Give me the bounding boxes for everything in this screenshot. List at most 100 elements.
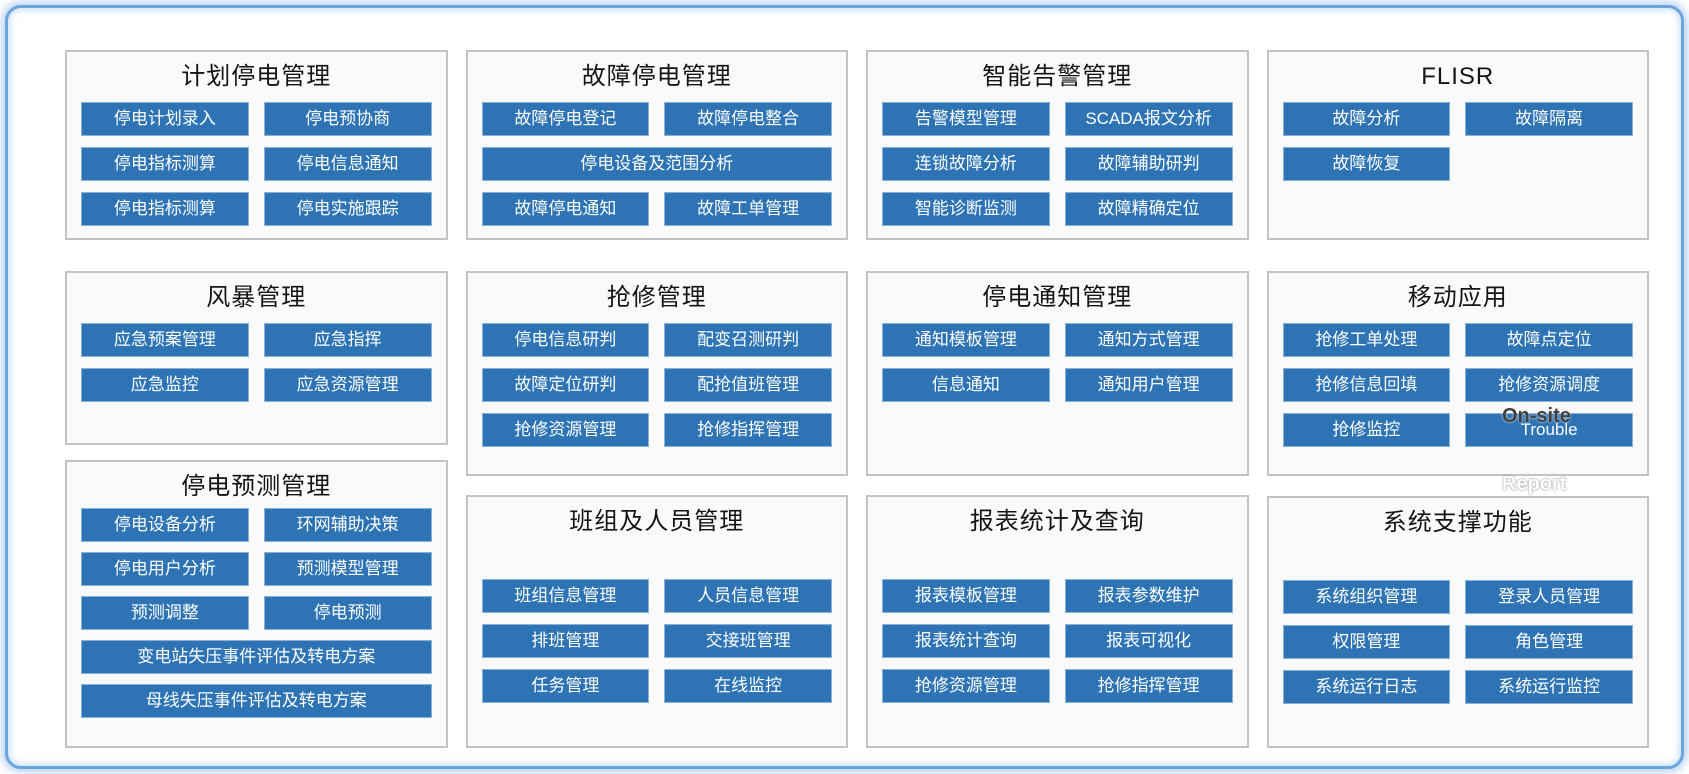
panel-smart-alarm-mgmt: 智能告警管理告警模型管理 SCADA报文分析连锁故障分析故障辅助研判智能诊断监测故…	[866, 50, 1249, 240]
panel-title-team-personnel-mgmt: 班组及人员管理	[569, 508, 745, 535]
module-button[interactable]: 在线监控	[664, 669, 832, 703]
panel-repair-mgmt: 抢修管理停电信息研判配变召测研判故障定位研判配抢值班管理抢修资源管理抢修指挥管理	[465, 271, 848, 476]
module-button[interactable]: 停电设备分析	[81, 508, 249, 542]
module-button[interactable]: 环网辅助决策	[263, 508, 432, 542]
module-button[interactable]: 系统运行监控	[1465, 670, 1633, 704]
panel-fault-outage-mgmt: 故障停电管理故障停电登记故障停电整合停电设备及范围分析故障停电通知故障工单管理	[465, 50, 848, 240]
panel-storm-mgmt: 风暴管理应急预案管理应急指挥应急监控应急资源管理	[65, 271, 448, 445]
module-button[interactable]: 应急资源管理	[263, 368, 432, 402]
module-button[interactable]: 故障辅助研判	[1064, 147, 1233, 181]
panel-title-planned-outage-mgmt: 计划停电管理	[181, 63, 332, 90]
module-button[interactable]: 抢修资源管理	[882, 669, 1050, 703]
module-button[interactable]: 应急预案管理	[81, 323, 249, 357]
module-button[interactable]: 告警模型管理	[882, 102, 1050, 136]
module-button[interactable]: 停电指标测算	[81, 192, 249, 226]
module-button[interactable]: 故障精确定位	[1064, 192, 1233, 226]
panel-title-system-support: 系统支撑功能	[1382, 509, 1533, 536]
overlay-text-report: Report	[1502, 473, 1567, 495]
overlay-text-on-site: On-site	[1502, 405, 1571, 427]
module-button-group: 通知模板管理通知方式管理信息通知通知用户管理	[882, 323, 1233, 402]
module-button[interactable]: 信息通知	[882, 368, 1050, 402]
panel-system-support: 系统支撑功能系统组织管理登录人员管理权限管理角色管理系统运行日志系统运行监控	[1266, 496, 1649, 748]
module-button[interactable]: 系统组织管理	[1282, 580, 1451, 614]
module-button[interactable]: 通知模板管理	[882, 323, 1050, 357]
module-button[interactable]: 停电计划录入	[81, 102, 249, 136]
module-button[interactable]: 抢修指挥管理	[1064, 669, 1233, 703]
module-button[interactable]: 任务管理	[481, 669, 650, 703]
module-button[interactable]: 班组信息管理	[481, 579, 650, 613]
panel-column-1: 计划停电管理停电计划录入停电预协商停电指标测算停电信息通知停电指标测算停电实施跟…	[65, 50, 448, 748]
module-button[interactable]: 通知方式管理	[1064, 323, 1233, 357]
module-button[interactable]: 应急指挥	[263, 323, 432, 357]
module-button[interactable]: 母线失压事件评估及转电方案	[81, 684, 432, 718]
module-button[interactable]: Trouble	[1465, 413, 1633, 447]
module-button[interactable]: 停电实施跟踪	[263, 192, 432, 226]
module-button[interactable]: 故障点定位	[1465, 323, 1633, 357]
module-button[interactable]: 排班管理	[481, 624, 650, 658]
module-button[interactable]: 抢修监控	[1282, 413, 1451, 447]
module-button[interactable]: 系统运行日志	[1282, 670, 1451, 704]
module-button[interactable]: 报表模板管理	[882, 579, 1050, 613]
module-button[interactable]: 故障工单管理	[664, 192, 832, 226]
module-button-group: 抢修工单处理故障点定位抢修信息回填抢修资源调度抢修监控 Trouble	[1282, 323, 1633, 447]
module-button[interactable]: 抢修工单处理	[1282, 323, 1451, 357]
module-button[interactable]: 故障隔离	[1465, 102, 1633, 136]
module-button-group: 应急预案管理应急指挥应急监控应急资源管理	[81, 323, 432, 402]
module-button-group: 故障停电登记故障停电整合停电设备及范围分析故障停电通知故障工单管理	[481, 102, 832, 226]
module-button[interactable]: 预测调整	[81, 596, 249, 630]
panel-column-3: 智能告警管理告警模型管理 SCADA报文分析连锁故障分析故障辅助研判智能诊断监测故…	[866, 50, 1249, 748]
module-button[interactable]: 变电站失压事件评估及转电方案	[81, 640, 432, 674]
module-button[interactable]: 停电预协商	[263, 102, 432, 136]
module-button-group: 停电信息研判配变召测研判故障定位研判配抢值班管理抢修资源管理抢修指挥管理	[481, 323, 832, 447]
module-button[interactable]: 停电信息研判	[481, 323, 650, 357]
module-button-group: 系统组织管理登录人员管理权限管理角色管理系统运行日志系统运行监控	[1282, 580, 1633, 704]
module-button-group: 报表模板管理报表参数维护报表统计查询报表可视化抢修资源管理抢修指挥管理	[882, 579, 1233, 703]
module-button[interactable]: 故障停电整合	[664, 102, 832, 136]
module-button[interactable]: 登录人员管理	[1465, 580, 1633, 614]
module-button[interactable]: 故障恢复	[1282, 147, 1451, 181]
module-button[interactable]: 抢修指挥管理	[664, 413, 832, 447]
module-button[interactable]: 故障停电通知	[481, 192, 650, 226]
module-button[interactable]: 通知用户管理	[1064, 368, 1233, 402]
panel-team-personnel-mgmt: 班组及人员管理班组信息管理人员信息管理排班管理交接班管理任务管理在线监控	[465, 495, 848, 748]
module-button-group: 告警模型管理 SCADA报文分析连锁故障分析故障辅助研判智能诊断监测故障精确定位	[882, 102, 1233, 226]
module-button[interactable]: 智能诊断监测	[882, 192, 1050, 226]
module-button[interactable]: 停电指标测算	[81, 147, 249, 181]
panel-report-stats-query: 报表统计及查询报表模板管理报表参数维护报表统计查询报表可视化抢修资源管理抢修指挥…	[866, 495, 1249, 748]
module-button[interactable]: 抢修信息回填	[1282, 368, 1451, 402]
module-button[interactable]: 报表参数维护	[1064, 579, 1233, 613]
module-button[interactable]: 角色管理	[1465, 625, 1633, 659]
panel-title-report-stats-query: 报表统计及查询	[969, 508, 1145, 535]
module-button-group: 停电计划录入停电预协商停电指标测算停电信息通知停电指标测算停电实施跟踪	[81, 102, 432, 226]
module-button[interactable]: 交接班管理	[664, 624, 832, 658]
module-button[interactable]: 预测模型管理	[263, 552, 432, 586]
module-button[interactable]: 权限管理	[1282, 625, 1451, 659]
module-button[interactable]: 应急监控	[81, 368, 249, 402]
module-button[interactable]: 配变召测研判	[664, 323, 832, 357]
module-button[interactable]: 停电设备及范围分析	[481, 147, 832, 181]
module-button[interactable]: 报表可视化	[1064, 624, 1233, 658]
module-button[interactable]: 故障定位研判	[481, 368, 650, 402]
module-button[interactable]: 停电预测	[263, 596, 432, 630]
module-button[interactable]: 停电信息通知	[263, 147, 432, 181]
panel-title-outage-notice-mgmt: 停电通知管理	[982, 284, 1133, 311]
panel-title-storm-mgmt: 风暴管理	[206, 284, 307, 311]
module-button[interactable]: 停电用户分析	[81, 552, 249, 586]
panel-planned-outage-mgmt: 计划停电管理停电计划录入停电预协商停电指标测算停电信息通知停电指标测算停电实施跟…	[65, 50, 448, 240]
module-button[interactable]: 故障分析	[1282, 102, 1451, 136]
panel-title-fault-outage-mgmt: 故障停电管理	[581, 63, 732, 90]
module-button[interactable]: 抢修资源管理	[481, 413, 650, 447]
panel-title-smart-alarm-mgmt: 智能告警管理	[982, 63, 1133, 90]
module-button[interactable]: 连锁故障分析	[882, 147, 1050, 181]
module-button-group: 停电设备分析环网辅助决策停电用户分析预测模型管理预测调整停电预测变电站失压事件评…	[81, 508, 432, 718]
panel-column-2: 故障停电管理故障停电登记故障停电整合停电设备及范围分析故障停电通知故障工单管理抢…	[465, 50, 848, 748]
module-button[interactable]: 报表统计查询	[882, 624, 1050, 658]
module-button[interactable]: 故障停电登记	[481, 102, 650, 136]
module-button[interactable]: 配抢值班管理	[664, 368, 832, 402]
module-button[interactable]: 抢修资源调度	[1465, 368, 1633, 402]
module-button[interactable]: 人员信息管理	[664, 579, 832, 613]
module-button[interactable]: SCADA报文分析	[1064, 102, 1233, 136]
